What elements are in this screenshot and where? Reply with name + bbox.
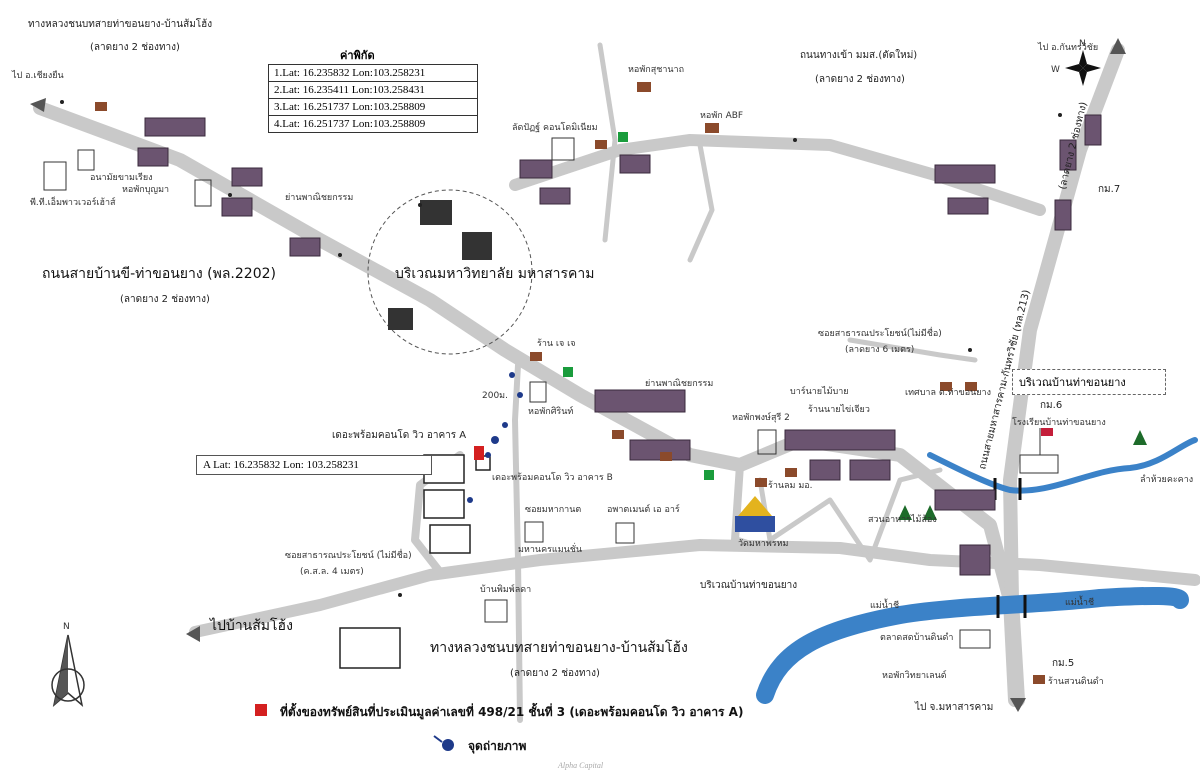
road-msu-sub: (ลาดยาง 2 ช่องทาง): [815, 74, 905, 85]
dir-maha-sarakham: ไป จ.มหาสารคาม: [914, 701, 993, 713]
river-label: แม่น้ำชี: [870, 598, 899, 611]
wat-label: วัดมหาพรหม: [738, 539, 789, 549]
property-marker: [474, 446, 484, 460]
university-label: บริเวณมหาวิทยาลัย มหาสารคาม: [395, 266, 594, 282]
point-a-box: A Lat: 16.235832 Lon: 103.258231: [196, 455, 432, 475]
coords-title: ค่าพิกัด: [340, 49, 375, 62]
garden-label: สวนอาหารไม้ส้อง: [868, 514, 937, 525]
north-arrow-n-label: N: [63, 622, 70, 632]
north-arrow-icon: N: [51, 622, 85, 707]
condo-pruksa-label: ลัดปัฏฐ์ คอนโดมิเนียม: [512, 121, 598, 133]
road-bottom: [189, 539, 1200, 638]
road-top-left-sub: (ลาดยาง 2 ช่องทาง): [90, 42, 180, 53]
apartment-label: อพาตเมนต์ เอ อาร์: [607, 503, 680, 515]
dorm-sirin-label: หอพักศิรินท์: [528, 405, 573, 417]
road-soi-right: [731, 461, 764, 552]
shop-icons: [95, 82, 1045, 684]
stream-label: ลำห้วยคะคาง: [1140, 474, 1193, 485]
road-soi-thakhon: [847, 337, 978, 363]
school-flag-icon: [1039, 428, 1053, 455]
direction-arrows: [30, 38, 1126, 712]
coords-row: 4.Lat: 16.251737 Lon:103.258809: [274, 118, 426, 130]
coords-table: 1.Lat: 16.235832 Lon:103.258231 2.Lat: 1…: [268, 64, 478, 133]
road-bottom-name: ทางหลวงชนบทสายท่าขอนยาง-บ้านส้มโฮ้ง: [430, 639, 688, 656]
market-mid-label: ย่านพาณิชยกรรม: [645, 378, 713, 389]
area-box: บริเวณบ้านท่าขอนยาง: [1012, 369, 1166, 395]
shop-mo-label: ร้านลม มอ.: [768, 480, 813, 491]
school-label: โรงเรียนบ้านท่าขอนยาง: [1012, 417, 1106, 428]
pt-mart-label: พี.ที.เอ็มพาวเวอร์เฮ้าส์: [30, 195, 116, 208]
river-chi: [756, 586, 1189, 704]
soi-public-right-sub: (ลาดยาง 6 เมตร): [845, 345, 914, 355]
km5-label: กม.5: [1052, 658, 1074, 669]
legend-property-label: ที่ตั้งของทรัพย์สินที่ประเมินมูลค่าเลขที…: [280, 705, 744, 719]
university-buildings: [388, 200, 492, 330]
soi-public-sub: (ค.ส.ล. 4 เมตร): [300, 567, 364, 577]
road-dots: [60, 100, 1062, 597]
temple-icon: [735, 496, 775, 532]
university-area: [367, 189, 533, 355]
road-msu-name: ถนนทางเข้า มมส.(ตัดใหม่): [800, 49, 917, 61]
condo-blocks: [339, 454, 491, 669]
river2-label: แม่น้ำชี: [1065, 595, 1094, 608]
soi-kan-label: ซอยมหากานต: [525, 505, 581, 515]
compass-icon: N W: [1051, 39, 1101, 86]
dir-som-hong: ไปบ้านส้มโฮ้ง: [209, 617, 293, 634]
mansion-label: มหานครแมนชั่น: [518, 542, 582, 555]
seven-eleven-icons: [563, 132, 714, 480]
road-main: [33, 101, 1022, 707]
condo-b-label: เดอะพร้อมคอนโด วิว อาคาร B: [492, 472, 613, 483]
road-bottom-sub: (ลาดยาง 2 ช่องทาง): [510, 668, 600, 679]
dorm-bottom-label: หอพักวิทยาเลนด์: [882, 669, 947, 681]
legend-photo-icon: [433, 735, 454, 751]
road-campus: [597, 42, 618, 243]
dorm-boonma-label: หอพักบุญมา: [122, 185, 169, 195]
road-main-sub: (ลาดยาง 2 ช่องทาง): [120, 294, 210, 305]
compass-w-label: W: [1051, 65, 1060, 75]
restaurant-label: ร้าน เจ เจ: [537, 338, 575, 349]
credit-text: Alpha Capital: [558, 761, 604, 770]
ban-tha-label: บริเวณบ้านท่าขอนยาง: [700, 579, 797, 591]
coords-row: 3.Lat: 16.251737 Lon:103.258809: [269, 99, 477, 116]
legend-property-icon: [255, 704, 267, 716]
market-local-label: ตลาดสดบ้านดินดำ: [880, 632, 953, 643]
dorm-abf-label: หอพัก ABF: [700, 111, 743, 121]
bridges: [993, 478, 1027, 618]
distance-label: 200ม.: [482, 391, 508, 401]
tambon-label: เทศบาล ต.ท่าขอนยาง: [905, 388, 991, 398]
road-top-left-name: ทางหลวงชนบทสายท่าขอนยาง-บ้านส้มโฮ้ง: [28, 17, 212, 30]
market-top-label: ย่านพาณิชยกรรม: [285, 192, 353, 203]
road-main-name: ถนนสายบ้านขี-ท่าขอนยาง (พล.2202): [42, 266, 276, 282]
bar-nai-label: บาร์นายไม้บาย: [790, 385, 849, 397]
stream: [927, 437, 1198, 494]
road-campus2: [687, 142, 715, 263]
dormitory-icons: [43, 137, 1059, 649]
soi-public-right-name: ซอยสาธารณประโยชน์(ไม่มีชื่อ): [818, 326, 942, 339]
dorm-suchanat-label: หอพักสุชานาถ: [628, 65, 684, 75]
coords-row: 1.Lat: 16.235832 Lon:103.258231: [269, 65, 477, 82]
tree-icons: [898, 430, 1147, 520]
dir-chiang-yuen: ไป อ.เชียงยืน: [11, 70, 64, 81]
km7-label: กม.7: [1098, 184, 1120, 195]
condo-a-label: เดอะพร้อมคอนโด วิว อาคาร A: [332, 428, 466, 441]
dorm-pong-label: หอพักพงษ์สุรี 2: [732, 411, 790, 423]
coords-row: 2.Lat: 16.235411 Lon:103.258431: [269, 82, 477, 99]
legend-photo-label: จุดถ่ายภาพ: [468, 739, 527, 753]
anamai-label: อนามัยขามเรียง: [90, 172, 153, 183]
shophouse-blocks: [137, 114, 1102, 576]
shop-nai-label: ร้านนายไข่เจียว: [808, 404, 870, 415]
km6-label: กม.6: [1040, 400, 1062, 411]
road-soi-vertical: [512, 362, 523, 723]
ban-phimpha-label: บ้านพิมพ์ลดา: [480, 583, 531, 595]
shop-din-label: ร้านสวนดินดำ: [1048, 676, 1104, 687]
compass-n-label: N: [1079, 39, 1086, 49]
photo-points: [467, 372, 523, 503]
soi-public-name: ซอยสาธารณประโยชน์ (ไม่มีชื่อ): [285, 548, 412, 561]
dir-kantharawichai: ไป อ.กันทรวิชัย: [1037, 42, 1098, 53]
